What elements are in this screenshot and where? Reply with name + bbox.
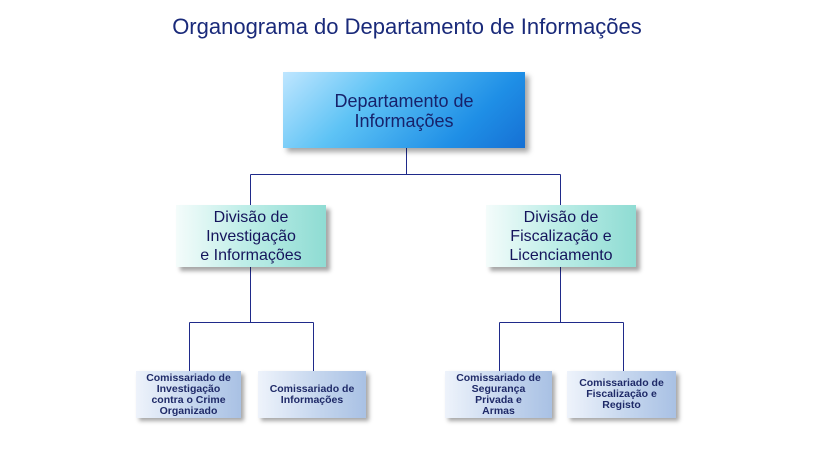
node-comissariado-informacoes: Comissariado de Informações <box>258 371 366 418</box>
node-comissariado-seguranca-privada: Comissariado de Segurança Privada e Arma… <box>445 371 552 418</box>
node-comissariado-fiscalizacao-registo: Comissariado de Fiscalização e Registo <box>567 371 676 418</box>
chart-title: Organograma do Departamento de Informaçõ… <box>172 14 642 39</box>
node-comissariado-crime-organizado: Comissariado de Investigação contra o Cr… <box>136 371 241 418</box>
node-divisao-investigacao: Divisão de Investigação e Informações <box>176 205 326 267</box>
node-departamento: Departamento de Informações <box>283 72 525 148</box>
node-divisao-fiscalizacao: Divisão de Fiscalização e Licenciamento <box>486 205 636 267</box>
